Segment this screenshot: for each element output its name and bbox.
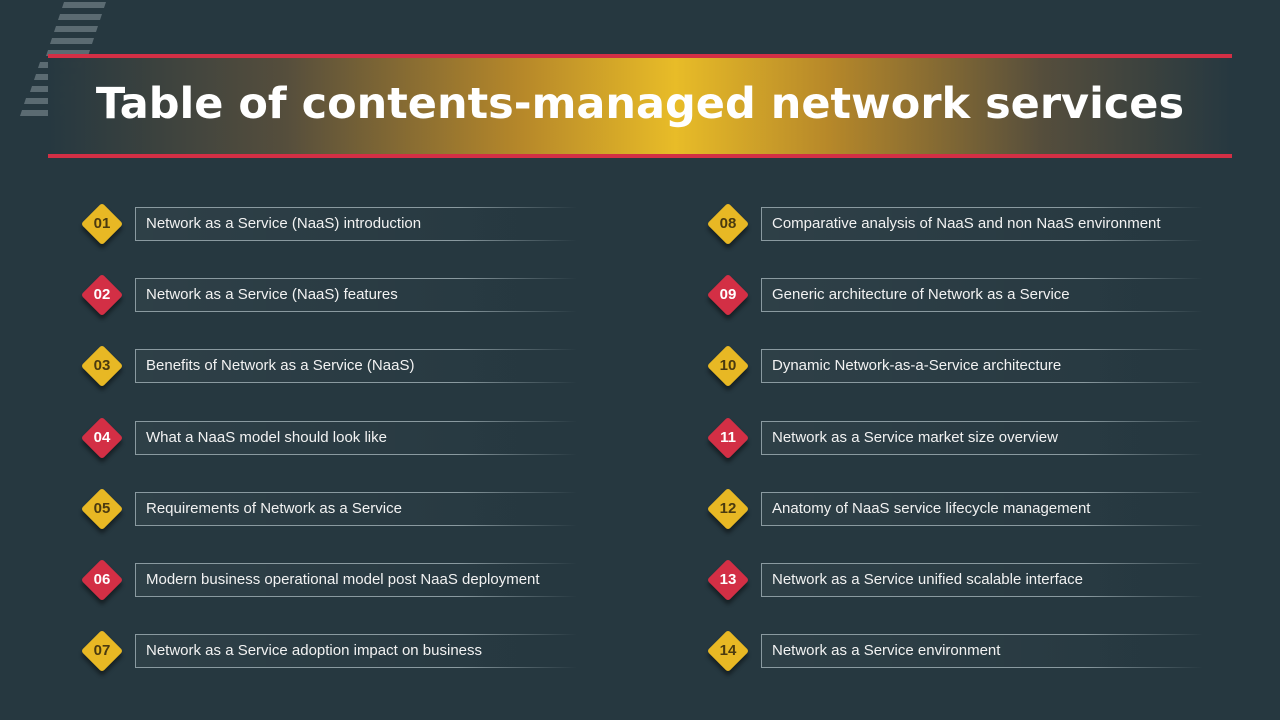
number-badge: 10 [706,345,750,388]
number-badge: 07 [80,629,124,673]
toc-item-label: Network as a Service market size overvie… [772,428,1058,446]
number-badge: 12 [706,487,750,530]
toc-item[interactable]: 03 Benefits of Network as a Service (Naa… [78,342,578,413]
toc-item-box: Requirements of Network as a Service [135,491,577,526]
toc-column-left: 01 Network as a Service (NaaS) introduct… [78,200,578,698]
toc-item[interactable]: 02 Network as a Service (NaaS) features [78,271,578,342]
toc-item[interactable]: 08 Comparative analysis of NaaS and non … [704,200,1204,271]
toc-item-box: Network as a Service (NaaS) introduction [135,207,577,241]
toc-item-label: Anatomy of NaaS service lifecycle manage… [772,499,1091,517]
toc-item-box: Network as a Service (NaaS) features [135,278,577,313]
toc-column-right: 08 Comparative analysis of NaaS and non … [704,200,1204,698]
toc-item[interactable]: 12 Anatomy of NaaS service lifecycle man… [704,485,1204,556]
toc-item[interactable]: 07 Network as a Service adoption impact … [78,627,578,698]
page-title: Table of contents-managed network servic… [95,79,1185,129]
number-badge: 13 [706,558,750,602]
toc-item-box: Network as a Service environment [761,634,1203,669]
number-badge: 01 [80,202,124,246]
toc-item-box: Network as a Service unified scalable in… [761,562,1203,597]
toc-item-box: Generic architecture of Network as a Ser… [761,278,1203,313]
toc-item[interactable]: 01 Network as a Service (NaaS) introduct… [78,200,578,271]
toc-item[interactable]: 11 Network as a Service market size over… [704,414,1204,485]
toc-item-box: What a NaaS model should look like [135,420,577,455]
toc-item-box: Anatomy of NaaS service lifecycle manage… [761,491,1203,526]
toc-item-label: Dynamic Network-as-a-Service architectur… [772,357,1062,375]
toc-item-box: Dynamic Network-as-a-Service architectur… [761,349,1203,384]
toc-item-label: Network as a Service (NaaS) introduction [146,215,422,232]
toc-item-label: Requirements of Network as a Service [146,499,402,517]
toc-item-label: Network as a Service unified scalable in… [772,570,1083,588]
toc-item-box: Network as a Service market size overvie… [761,420,1203,455]
number-badge: 08 [706,202,750,246]
number-badge: 06 [80,558,124,602]
toc-item[interactable]: 05 Requirements of Network as a Service [78,485,578,556]
toc-item[interactable]: 13 Network as a Service unified scalable… [704,556,1204,627]
number-badge: 11 [706,416,750,459]
toc-item-box: Comparative analysis of NaaS and non Naa… [761,207,1203,241]
toc-item-box: Modern business operational model post N… [135,562,577,597]
toc-item-label: Benefits of Network as a Service (NaaS) [146,357,415,375]
number-badge: 04 [80,416,124,459]
number-badge: 09 [706,273,750,317]
toc-item-label: Network as a Service environment [772,642,1001,660]
toc-item[interactable]: 09 Generic architecture of Network as a … [704,271,1204,342]
title-band-glow [48,58,1232,154]
toc-item-label: Modern business operational model post N… [146,570,540,588]
number-badge: 02 [80,273,124,317]
number-badge: 14 [706,629,750,673]
toc-item[interactable]: 14 Network as a Service environment [704,627,1204,698]
title-band-bottom-line [48,154,1232,158]
toc-item-label: Generic architecture of Network as a Ser… [772,286,1070,304]
toc-item[interactable]: 06 Modern business operational model pos… [78,556,578,627]
toc-item[interactable]: 04 What a NaaS model should look like [78,414,578,485]
toc-item-label: Comparative analysis of NaaS and non Naa… [772,215,1161,232]
toc-item-label: What a NaaS model should look like [146,428,387,446]
title-band-top-line [48,54,1232,58]
toc-item-box: Network as a Service adoption impact on … [135,634,577,669]
toc-item[interactable]: 10 Dynamic Network-as-a-Service architec… [704,342,1204,413]
number-badge: 05 [80,487,124,530]
toc-item-box: Benefits of Network as a Service (NaaS) [135,349,577,384]
title-band: Table of contents-managed network servic… [48,54,1232,158]
toc-item-label: Network as a Service (NaaS) features [146,286,398,304]
toc-item-label: Network as a Service adoption impact on … [146,642,483,660]
number-badge: 03 [80,345,124,388]
